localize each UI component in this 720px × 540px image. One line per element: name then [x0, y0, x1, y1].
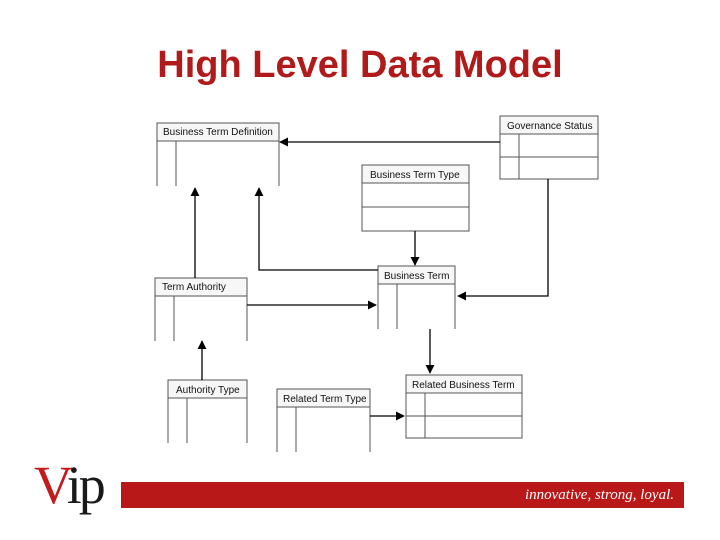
entity-related-term-type[interactable]: Related Term Type: [276, 388, 371, 452]
connector-business-term-to-definition: [254, 187, 378, 271]
footer-bar: innovative, strong, loyal.: [121, 482, 684, 508]
entity-business-term-definition[interactable]: Business Term Definition: [156, 122, 280, 186]
vip-logo: Vip: [34, 454, 116, 520]
logo-letters-ip: ip: [66, 455, 106, 515]
connector-governance-to-business-term: [457, 179, 549, 301]
entity-business-term[interactable]: Business Term: [377, 265, 456, 329]
entity-term-authority[interactable]: Term Authority: [154, 277, 248, 341]
entity-title: Business Term Definition: [163, 127, 273, 138]
entity-governance-status[interactable]: Governance Status: [499, 115, 599, 180]
tagline: innovative, strong, loyal.: [524, 487, 674, 503]
entity-title: Authority Type: [176, 385, 240, 396]
entity-title: Governance Status: [507, 121, 593, 132]
entity-title: Related Business Term: [412, 380, 515, 391]
entity-title: Related Term Type: [283, 394, 367, 405]
entity-title: Business Term Type: [370, 170, 460, 181]
entity-title: Term Authority: [162, 282, 226, 293]
logo-letter-v: V: [34, 455, 70, 515]
slide-title: High Level Data Model: [157, 44, 563, 86]
entity-related-business-term[interactable]: Related Business Term: [405, 374, 523, 439]
entity-authority-type[interactable]: Authority Type: [167, 379, 248, 443]
entity-title: Business Term: [384, 271, 449, 282]
entity-business-term-type[interactable]: Business Term Type: [361, 164, 470, 232]
